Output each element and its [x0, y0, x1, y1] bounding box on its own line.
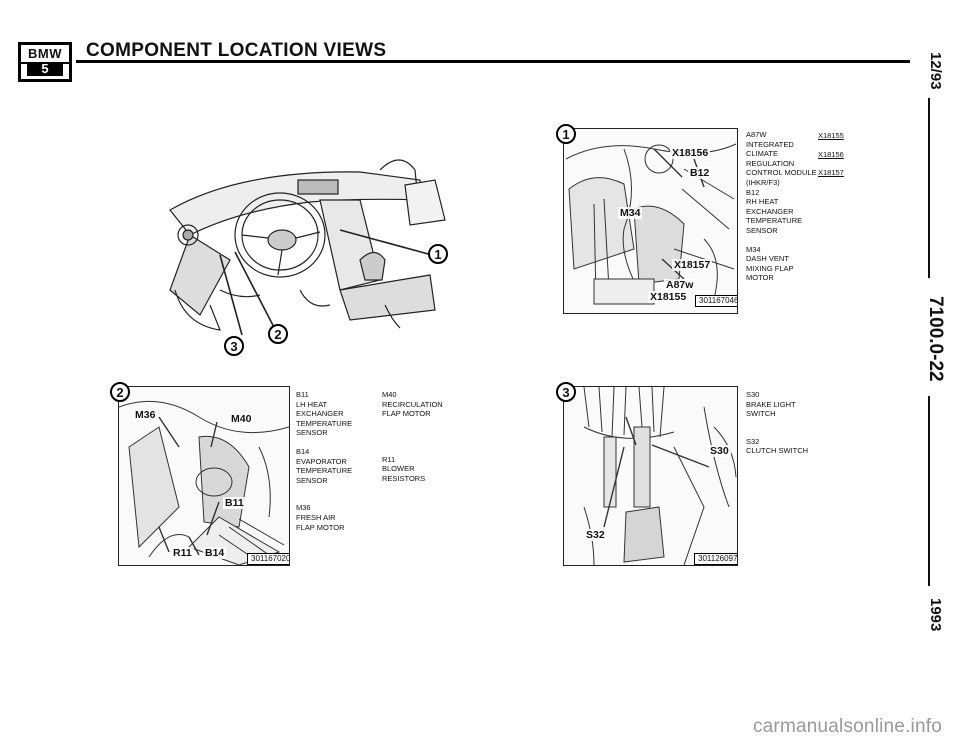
view-1-photo: X18156 B12 M34 X18157 A87w X18155 301167… [563, 128, 738, 314]
legend-a87w-line: REGULATION [746, 158, 795, 168]
dashboard-overview-illustration: 1 2 3 [160, 140, 460, 370]
view-1-label-b12: B12 [688, 167, 712, 179]
legend-m34-line: DASH VENT [746, 254, 789, 264]
view-1-ref-number: 301167046 [695, 295, 737, 307]
connector-x18156: X18156 [818, 150, 844, 159]
legend-b11-line: LH HEAT [296, 399, 328, 409]
margin-date: 12/93 [927, 52, 944, 90]
legend-s32-line: CLUTCH SWITCH [746, 446, 809, 456]
view-1-label-a87w: A87w [664, 279, 696, 291]
header-rule [76, 60, 910, 63]
legend-b11-line: TEMPERATURE [296, 418, 353, 428]
legend-b11-code: B11 [296, 390, 309, 399]
view-1-legend: A87w INTEGRATED CLIMATE REGULATION CONTR… [746, 130, 817, 283]
legend-m40-line: FLAP MOTOR [382, 409, 431, 419]
view-1-drawing [565, 143, 737, 305]
view-2-label-b14: B14 [203, 547, 227, 559]
legend-a87w-line: CONTROL MODULE [746, 168, 817, 178]
view-1-label-x18156: X18156 [670, 147, 711, 159]
margin-page-number: 7100.0-22 [925, 296, 946, 382]
view-3-ref-number: 301126097 [694, 553, 737, 565]
legend-r11-code: R11 [382, 454, 396, 464]
view-2-label-r11: R11 [171, 547, 194, 559]
legend-b14-line: SENSOR [296, 475, 328, 485]
legend-r11-line: RESISTORS [382, 473, 426, 483]
legend-m40-code: M40 [382, 390, 397, 399]
legend-b14-line: EVAPORATOR [296, 456, 347, 466]
legend-b14-line: TEMPERATURE [296, 466, 353, 476]
legend-b11-line: EXCHANGER [296, 409, 344, 419]
legend-m34-line: MOTOR [746, 273, 774, 283]
legend-b12-line: SENSOR [746, 225, 778, 235]
margin-rule-2 [928, 396, 930, 586]
view-2-label-m36: M36 [133, 409, 158, 421]
legend-b14-code: B14 [296, 446, 310, 456]
view-2-label-m40: M40 [229, 413, 254, 425]
legend-m34-code: M34 [746, 244, 761, 254]
legend-s32-code: S32 [746, 436, 760, 446]
view-1-label-x18155: X18155 [648, 291, 689, 303]
legend-b12-line: EXCHANGER [746, 206, 794, 216]
legend-b11-line: SENSOR [296, 428, 328, 438]
view-1-label-m34: M34 [618, 207, 643, 219]
legend-m36-code: M36 [296, 503, 311, 513]
connector-x18157: X18157 [818, 168, 844, 177]
legend-m40-line: RECIRCULATION [382, 399, 443, 409]
overview-callout-3: 3 [224, 336, 244, 356]
legend-a87w-line: CLIMATE [746, 149, 778, 159]
view-2-label-b11: B11 [223, 497, 246, 509]
view-2-legend-left: B11 LH HEAT EXCHANGER TEMPERATURE SENSOR… [296, 390, 352, 532]
legend-b12-code: B12 [746, 187, 760, 197]
margin-rule-1 [928, 98, 930, 278]
legend-m36-line: FLAP MOTOR [296, 522, 345, 532]
legend-a87w-line: (IHKR/F3) [746, 177, 780, 187]
legend-r11-line: BLOWER [382, 464, 415, 474]
legend-a87w-line: INTEGRATED [746, 139, 794, 149]
legend-b12-line: TEMPERATURE [746, 216, 803, 226]
view-2-photo: M36 M40 B11 R11 B14 301167020 [118, 386, 290, 566]
view-2-number: 2 [110, 382, 130, 402]
legend-s30-line: SWITCH [746, 409, 776, 419]
view-3-legend: S30 BRAKE LIGHT SWITCH S32 CLUTCH SWITCH [746, 390, 808, 456]
logo-series-text: 5 [27, 62, 63, 76]
overview-callout-2: 2 [268, 324, 288, 344]
view-2-ref-number: 301167020 [247, 553, 289, 565]
overview-callout-1: 1 [428, 244, 448, 264]
legend-m34-line: MIXING FLAP [746, 263, 794, 273]
view-1-label-x18157: X18157 [672, 259, 713, 271]
connector-x18155: X18155 [818, 131, 844, 140]
view-3-photo: S30 S32 301126097 [563, 386, 738, 566]
legend-b12-line: RH HEAT [746, 197, 779, 207]
page-title: COMPONENT LOCATION VIEWS [86, 40, 387, 61]
view-3-number: 3 [556, 382, 576, 402]
legend-a87w-code: A87w [746, 130, 767, 139]
dashboard-drawing [169, 159, 446, 336]
margin-year: 1993 [927, 598, 944, 632]
watermark-text: carmanualsonline.info [752, 716, 942, 737]
legend-s30-code: S30 [746, 390, 760, 399]
bmw-5-logo: BMW 5 [18, 42, 72, 82]
view-3-label-s30: S30 [708, 445, 731, 457]
view-1-number: 1 [556, 124, 576, 144]
legend-s30-line: BRAKE LIGHT [746, 399, 796, 409]
legend-m36-line: FRESH AIR [296, 512, 336, 522]
view-3-label-s32: S32 [584, 529, 607, 541]
view-2-legend-right: M40 RECIRCULATION FLAP MOTOR R11 BLOWER … [382, 390, 443, 484]
